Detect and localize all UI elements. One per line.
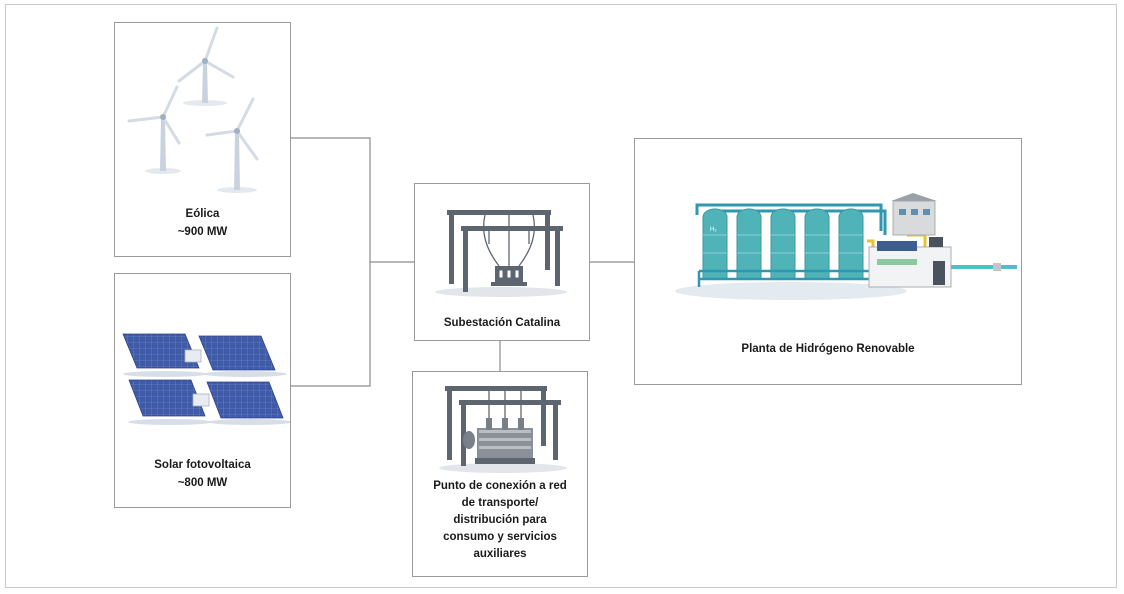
- grid-transformer-icon: [439, 386, 567, 473]
- wind-title: Eólica: [185, 208, 220, 220]
- wind-capacity: ~900 MW: [177, 226, 228, 238]
- wind-box: Eólica ~900 MW: [114, 22, 291, 257]
- grid-line-4: consumo y servicios: [443, 531, 557, 543]
- solar-capacity: ~800 MW: [177, 477, 228, 489]
- substation-icon: [435, 210, 567, 297]
- plant-title: Planta de Hidrógeno Renovable: [741, 343, 915, 355]
- solar-connector: [290, 262, 371, 387]
- solar-panels-icon: [122, 333, 290, 425]
- solar-box: Solar fotovoltaica ~800 MW: [114, 273, 291, 508]
- hydrogen-plant-icon: H₂: [675, 193, 1017, 300]
- solar-title: Solar fotovoltaica: [154, 459, 251, 471]
- diagram-frame: [5, 4, 1117, 588]
- substation-box: Subestación Catalina: [414, 183, 590, 341]
- wind-turbines-icon: [127, 26, 259, 193]
- substation-title: Subestación Catalina: [443, 317, 561, 329]
- grid-line-5: auxiliares: [473, 548, 527, 560]
- tank-label: H₂: [710, 227, 717, 233]
- grid-line-1: Punto de conexión a red: [433, 480, 567, 492]
- grid-line-2: de transporte/: [461, 497, 539, 509]
- wind-connector: [290, 137, 371, 262]
- grid-line-3: distribución para: [453, 514, 547, 526]
- plant-box: H₂: [634, 138, 1022, 385]
- grid-box: Punto de conexión a red de transporte/ d…: [412, 371, 588, 577]
